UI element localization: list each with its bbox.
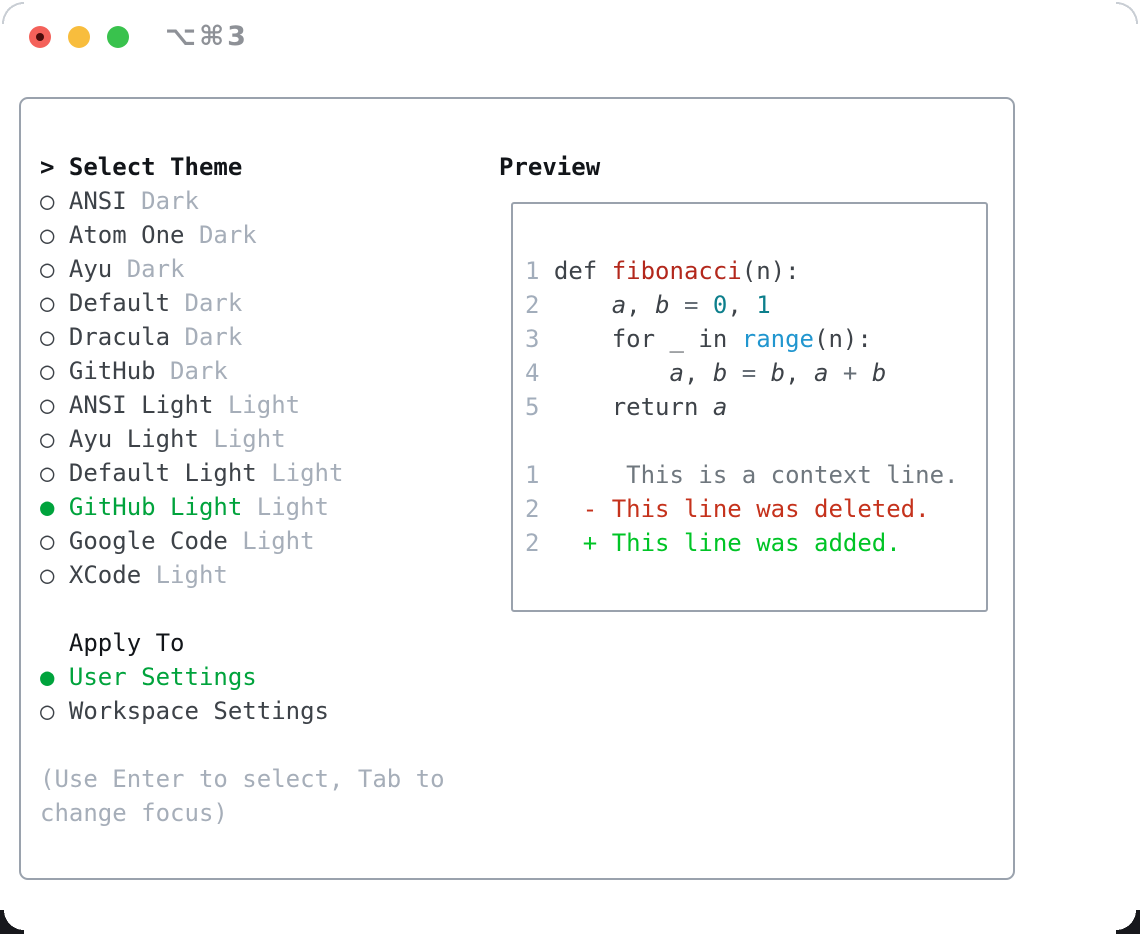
code-line-5: 5 return a (525, 393, 728, 421)
radio-unselected-icon: ○ (40, 289, 69, 317)
diff-deleted-line: 2 - This line was deleted. (525, 495, 930, 523)
diff-added-line: 2 + This line was added. (525, 529, 901, 557)
code-line-1: 1 def fibonacci(n): (525, 257, 800, 285)
radio-selected-icon: ● (40, 663, 69, 691)
apply-option-workspace-settings[interactable]: ○ Workspace Settings (40, 694, 445, 728)
theme-variant-label: Light (198, 425, 286, 453)
zoom-traffic-light-button[interactable] (107, 26, 129, 48)
theme-variant-label: Light (141, 561, 228, 589)
theme-variant-label: Light (213, 391, 301, 419)
radio-unselected-icon: ○ (40, 221, 69, 249)
theme-variant-label: Light (242, 493, 329, 521)
theme-name: Ayu (68, 255, 113, 283)
radio-unselected-icon: ○ (40, 391, 69, 419)
theme-variant-label: Dark (184, 221, 257, 249)
theme-variant-label: Light (256, 459, 344, 487)
radio-unselected-icon: ○ (40, 357, 69, 385)
theme-name: GitHub (68, 357, 156, 385)
theme-variant-label: Dark (112, 255, 185, 283)
theme-name: Default Light (68, 459, 257, 487)
theme-name: ANSI Light (68, 391, 214, 419)
theme-picker-panel: > Select Theme ○ ANSI Dark○ Atom One Dar… (19, 97, 1015, 880)
theme-list-column: > Select Theme ○ ANSI Dark○ Atom One Dar… (40, 150, 445, 830)
apply-option-label: Workspace Settings (68, 697, 329, 725)
window-title-shortcut: ⌥⌘3 (165, 21, 249, 52)
theme-option-default-light[interactable]: ○ Default Light Light (40, 456, 445, 490)
theme-variant-label: Dark (170, 323, 243, 351)
theme-option-google-code[interactable]: ○ Google Code Light (40, 524, 445, 558)
theme-name: XCode (68, 561, 142, 589)
theme-name: Atom One (68, 221, 185, 249)
code-line-4: 4 a, b = b, a + b (525, 359, 887, 387)
code-line-3: 3 for _ in range(n): (525, 325, 872, 353)
theme-name: Ayu Light (68, 425, 199, 453)
code-blank-line (525, 424, 986, 458)
theme-option-xcode[interactable]: ○ XCode Light (40, 558, 445, 592)
theme-option-dracula[interactable]: ○ Dracula Dark (40, 320, 445, 354)
radio-unselected-icon: ○ (40, 425, 69, 453)
radio-unselected-icon: ○ (40, 697, 69, 725)
theme-option-default[interactable]: ○ Default Dark (40, 286, 445, 320)
theme-option-github[interactable]: ○ GitHub Dark (40, 354, 445, 388)
apply-to-header: Apply To (68, 629, 185, 657)
apply-option-label: User Settings (68, 663, 257, 691)
radio-unselected-icon: ○ (40, 323, 69, 351)
theme-option-ansi-light[interactable]: ○ ANSI Light Light (40, 388, 445, 422)
close-traffic-light-button[interactable] (29, 26, 51, 48)
theme-option-ayu-light[interactable]: ○ Ayu Light Light (40, 422, 445, 456)
theme-name: Dracula (68, 323, 171, 351)
theme-name: Default (68, 289, 171, 317)
apply-option-user-settings[interactable]: ● User Settings (40, 660, 445, 694)
window-titlebar: ⌥⌘3 (0, 0, 1140, 75)
code-line-2: 2 a, b = 0, 1 (525, 291, 771, 319)
minimize-traffic-light-button[interactable] (68, 26, 90, 48)
record-dot-icon (36, 33, 44, 41)
radio-unselected-icon: ○ (40, 561, 69, 589)
theme-name: Google Code (68, 527, 228, 555)
hint-text-line-1: (Use Enter to select, Tab to (40, 765, 445, 793)
radio-unselected-icon: ○ (40, 527, 69, 555)
theme-option-ansi[interactable]: ○ ANSI Dark (40, 184, 445, 218)
theme-variant-label: Dark (155, 357, 228, 385)
theme-list-header: > Select Theme (40, 153, 243, 181)
code-preview-box: 1 def fibonacci(n): 2 a, b = 0, 1 3 for _ … (511, 202, 988, 612)
radio-unselected-icon: ○ (40, 459, 69, 487)
theme-name: GitHub Light (68, 493, 243, 521)
spacer-line (40, 592, 445, 626)
radio-unselected-icon: ○ (40, 255, 69, 283)
theme-variant-label: Dark (170, 289, 243, 317)
theme-variant-label: Dark (126, 187, 199, 215)
screen-corner-bottom-left (0, 910, 24, 934)
cursor-icon: > (40, 153, 69, 181)
radio-selected-icon: ● (40, 493, 69, 521)
theme-option-atom-one[interactable]: ○ Atom One Dark (40, 218, 445, 252)
radio-unselected-icon: ○ (40, 187, 69, 215)
theme-option-github-light[interactable]: ● GitHub Light Light (40, 490, 445, 524)
theme-variant-label: Light (227, 527, 315, 555)
spacer-line (40, 728, 445, 762)
theme-name: ANSI (68, 187, 127, 215)
diff-context-line: 1 This is a context line. (525, 461, 959, 489)
preview-header: Preview (499, 153, 601, 181)
screen-corner-bottom-right (1116, 910, 1140, 934)
theme-option-ayu[interactable]: ○ Ayu Dark (40, 252, 445, 286)
hint-text-line-2: change focus) (40, 799, 228, 827)
